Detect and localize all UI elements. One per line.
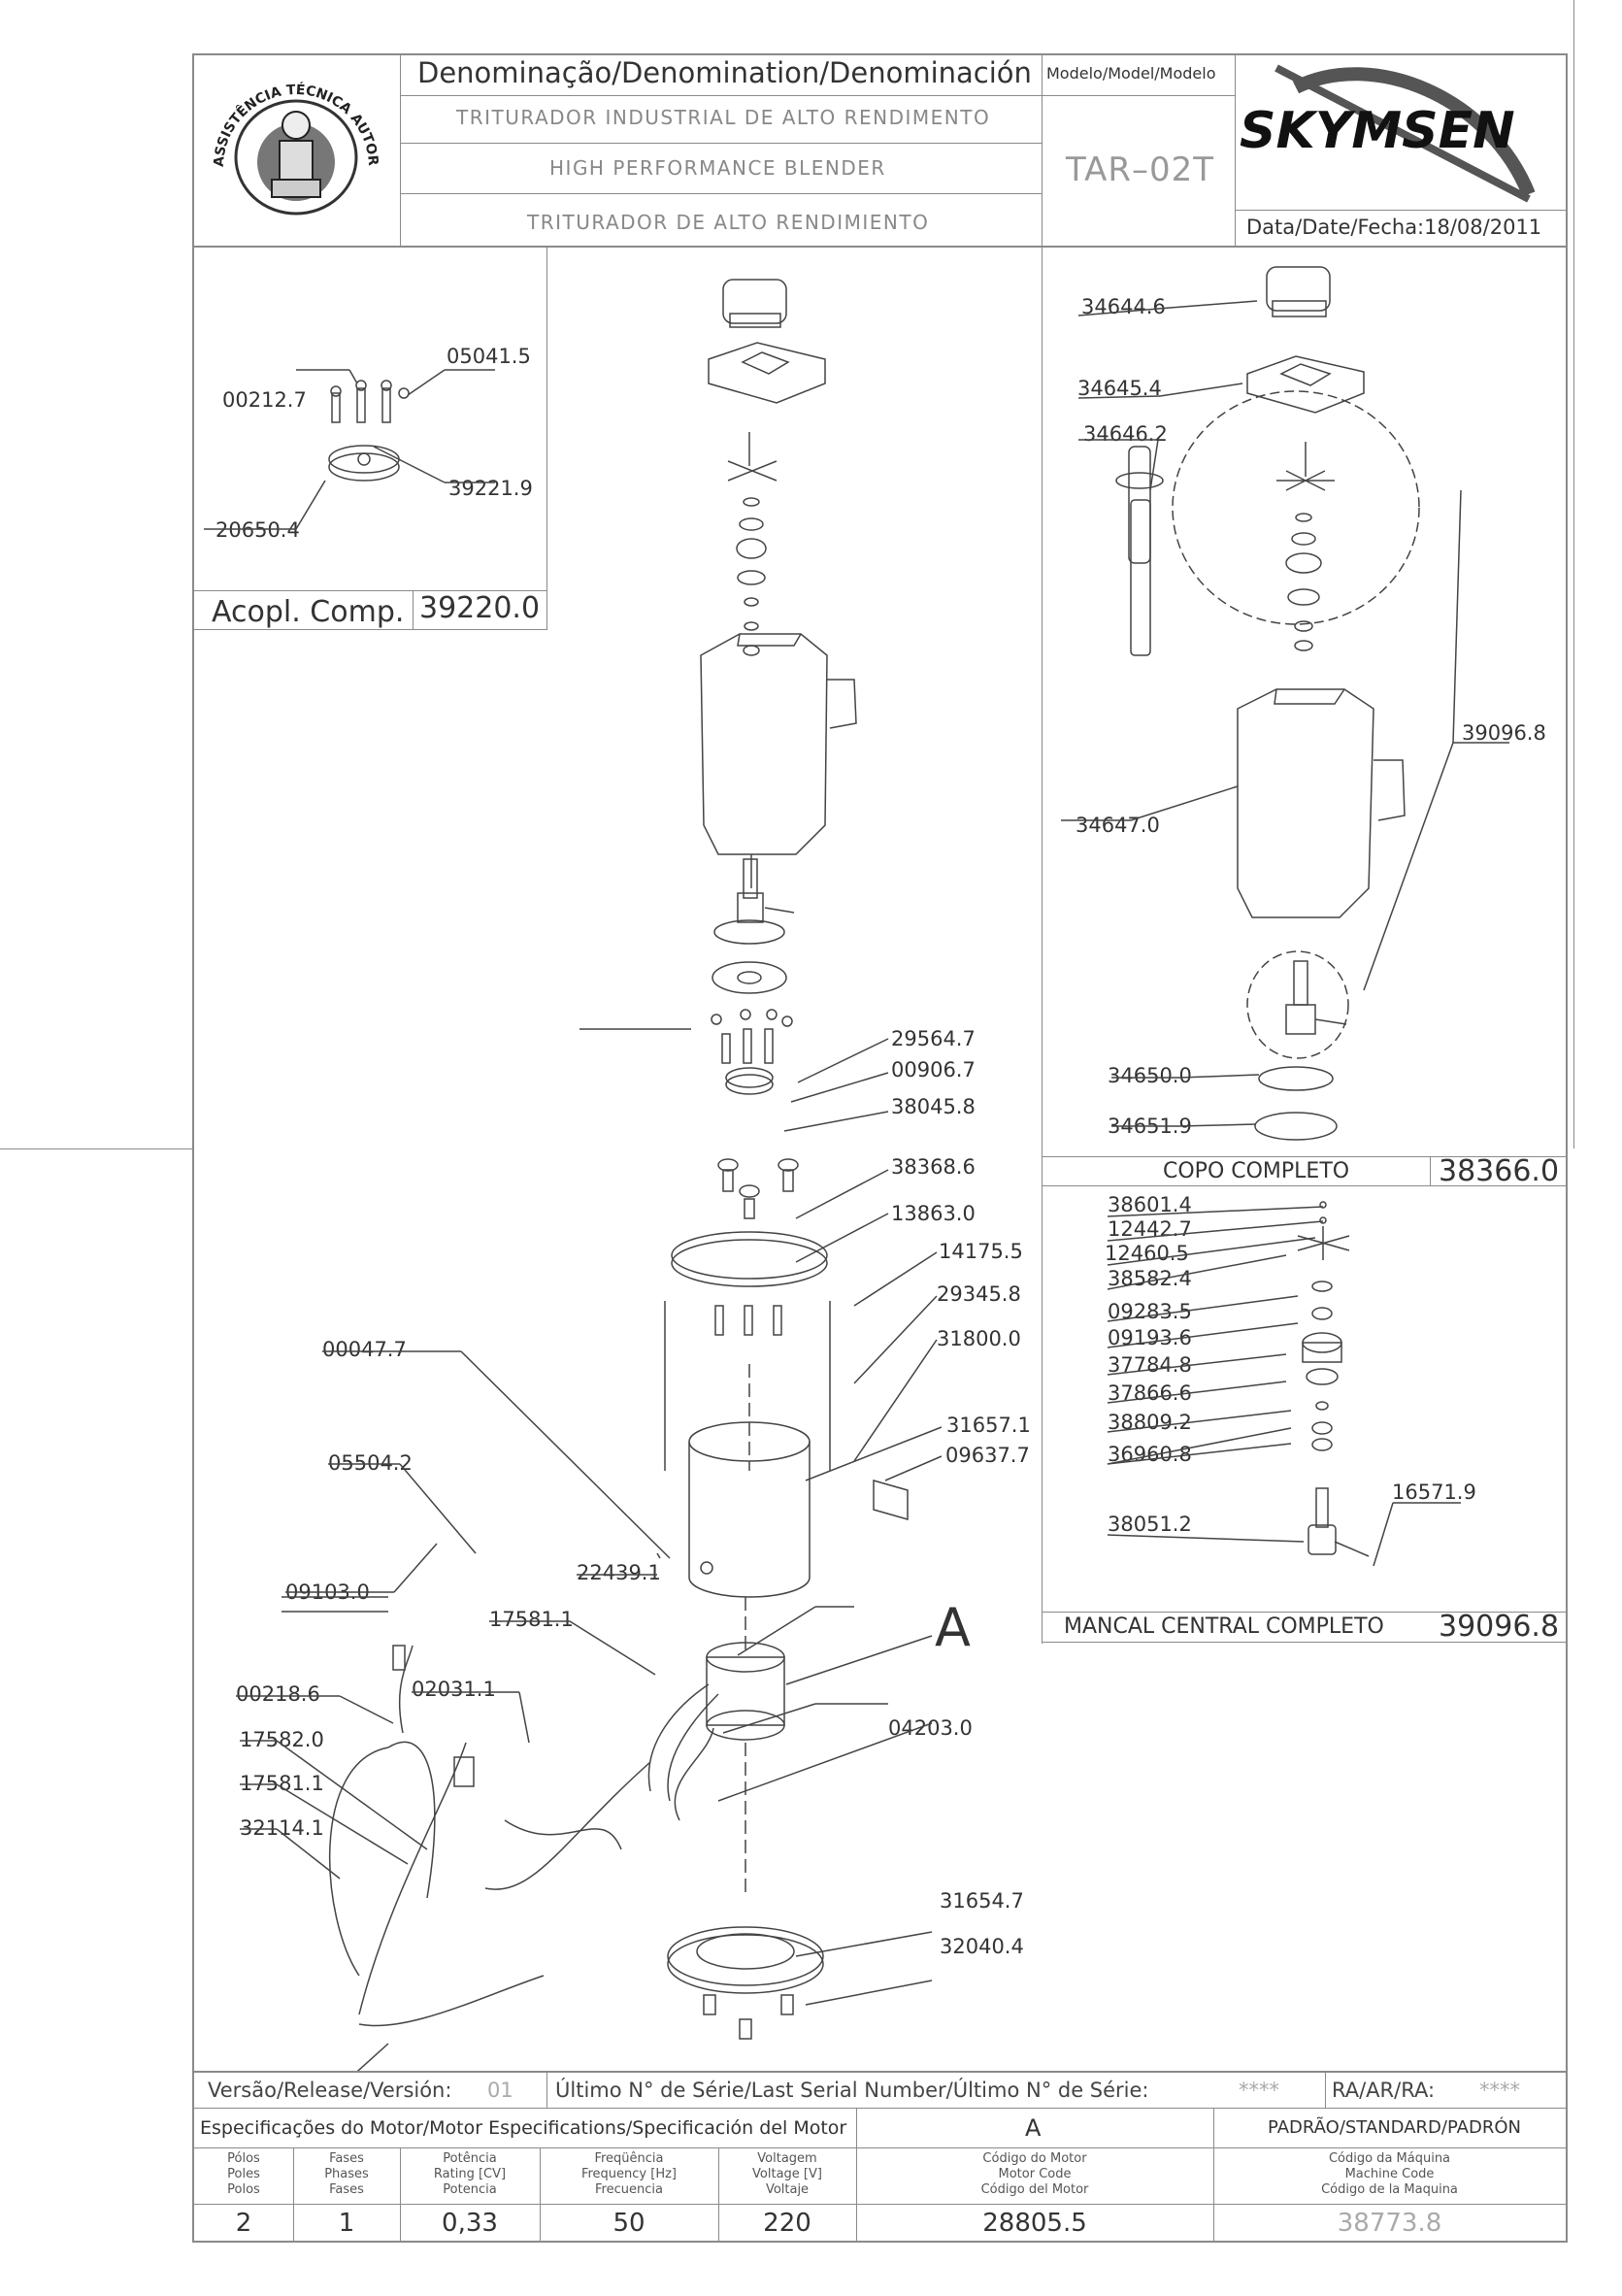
authorized-service-seal: ASSISTÊNCIA TÉCNICA AUTORIZADA — [188, 44, 398, 245]
part-label: 34650.0 — [1108, 1064, 1192, 1087]
cup-footer-code: 38366.0 — [1439, 1154, 1560, 1188]
part-label: 38809.2 — [1108, 1411, 1192, 1434]
part-label: 31654.7 — [940, 1889, 1024, 1913]
part-label: 37866.6 — [1108, 1381, 1192, 1405]
spec-column-label: Potência Rating [CV] Potencia — [433, 2151, 507, 2197]
part-label: 38368.6 — [891, 1155, 976, 1179]
spec-column-value: 50 — [612, 2209, 645, 2238]
part-label: 00218.6 — [236, 1682, 320, 1706]
spec-column-label: Código da Máquina Machine Code Código de… — [1321, 2151, 1458, 2197]
model-label: Modelo/Model/Modelo — [1046, 64, 1216, 83]
spec-column-label: Pólos Poles Polos — [227, 2151, 260, 2197]
product-name-en: HIGH PERFORMANCE BLENDER — [549, 156, 886, 180]
part-label: 22439.1 — [577, 1561, 661, 1584]
part-label: 31657.1 — [946, 1414, 1031, 1437]
part-label: 17581.1 — [240, 1772, 324, 1795]
part-label: 09193.6 — [1108, 1326, 1192, 1349]
brand-logo: SKYMSEN — [1238, 58, 1566, 204]
spec-column-value: 28805.5 — [982, 2209, 1087, 2238]
motor-spec-title: Especificações do Motor/Motor Especifica… — [200, 2117, 847, 2139]
part-label: 31800.0 — [937, 1327, 1021, 1350]
part-label: 37784.8 — [1108, 1353, 1192, 1377]
part-label: 12460.5 — [1105, 1242, 1189, 1265]
motor-callout: A — [935, 1597, 971, 1658]
coupling-drawing — [204, 369, 495, 530]
part-label: 32114.1 — [240, 1816, 324, 1840]
model-value: TAR–02T — [1066, 150, 1215, 189]
part-label: 29345.8 — [937, 1282, 1021, 1306]
part-label: 38601.4 — [1108, 1193, 1192, 1216]
frame-top — [192, 53, 1568, 55]
main-exploded-drawing — [236, 279, 943, 2071]
part-label: 09637.7 — [945, 1444, 1030, 1467]
part-label: 38051.2 — [1108, 1513, 1192, 1536]
spec-column-value: 1 — [338, 2209, 355, 2238]
part-label: 34645.4 — [1077, 377, 1162, 400]
part-label: 00047.7 — [322, 1338, 407, 1361]
bearing-footer-label: MANCAL CENTRAL COMPLETO — [1064, 1614, 1384, 1639]
coupling-footer-code: 39220.0 — [419, 591, 541, 625]
part-label: 20650.4 — [215, 518, 300, 542]
part-label: 38582.4 — [1108, 1267, 1192, 1290]
ra-value: **** — [1479, 2079, 1520, 2102]
bearing-assembly-drawing — [1107, 1201, 1461, 1567]
spec-column-label: Voltagem Voltage [V] Voltaje — [752, 2151, 822, 2197]
margin-tick — [0, 1148, 192, 1149]
frame-left — [192, 53, 194, 2073]
header-bottom — [192, 246, 1568, 248]
version-value: 01 — [487, 2079, 513, 2102]
spec-column-label: Freqüência Frequency [Hz] Frecuencia — [580, 2151, 678, 2197]
version-label: Versão/Release/Versión: — [208, 2079, 452, 2102]
part-label: 05041.5 — [447, 345, 531, 368]
spec-column-value: 0,33 — [442, 2209, 498, 2238]
part-label: 32040.4 — [940, 1935, 1024, 1958]
brand-name: SKYMSEN — [1240, 102, 1515, 160]
cup-footer-label: COPO COMPLETO — [1163, 1159, 1350, 1183]
spec-column-value: 2 — [235, 2209, 252, 2238]
bearing-footer-code: 39096.8 — [1439, 1610, 1560, 1644]
serial-value: **** — [1239, 2079, 1279, 2102]
spec-column-label: Código do Motor Motor Code Código del Mo… — [980, 2151, 1089, 2197]
part-label: 34644.6 — [1081, 295, 1166, 318]
part-label: 13863.0 — [891, 1202, 976, 1225]
spec-column-label: Fases Phases Fases — [324, 2151, 369, 2197]
part-label: 09283.5 — [1108, 1300, 1192, 1323]
denomination-title: Denominação/Denomination/Denominación — [417, 56, 1032, 89]
part-label: 17581.1 — [489, 1608, 574, 1631]
part-label: 14175.5 — [939, 1240, 1023, 1263]
part-label: 00212.7 — [222, 388, 307, 412]
spec-column-value: 220 — [763, 2209, 811, 2238]
part-label: 05504.2 — [328, 1451, 413, 1475]
product-name-pt: TRITURADOR INDUSTRIAL DE ALTO RENDIMENTO — [456, 106, 991, 129]
date-label: Data/Date/Fecha:18/08/2011 — [1246, 216, 1542, 239]
cup-assembly-drawing — [1061, 266, 1509, 1141]
part-label: 04203.0 — [888, 1716, 973, 1740]
part-label: 16571.9 — [1392, 1481, 1476, 1504]
part-label: 02031.1 — [412, 1678, 496, 1701]
standard-label: PADRÃO/STANDARD/PADRÓN — [1268, 2117, 1521, 2138]
part-label: 12442.7 — [1108, 1217, 1192, 1241]
part-label: 00906.7 — [891, 1058, 976, 1081]
ra-label: RA/AR/RA: — [1332, 2079, 1436, 2102]
part-label: 29564.7 — [891, 1027, 976, 1050]
margin-vertical — [1573, 0, 1574, 1148]
motor-ref: A — [1025, 2114, 1042, 2142]
spec-column-value: 38773.8 — [1337, 2209, 1442, 2238]
serial-label: Último N° de Série/Last Serial Number/Úl… — [555, 2079, 1149, 2102]
frame-right — [1566, 53, 1568, 2073]
part-label: 17582.0 — [240, 1728, 324, 1751]
product-name-es: TRITURADOR DE ALTO RENDIMIENTO — [527, 211, 930, 234]
coupling-footer-label: Acopl. Comp. — [212, 595, 405, 629]
part-label: 38045.8 — [891, 1095, 976, 1118]
part-label: 39096.8 — [1462, 721, 1546, 745]
